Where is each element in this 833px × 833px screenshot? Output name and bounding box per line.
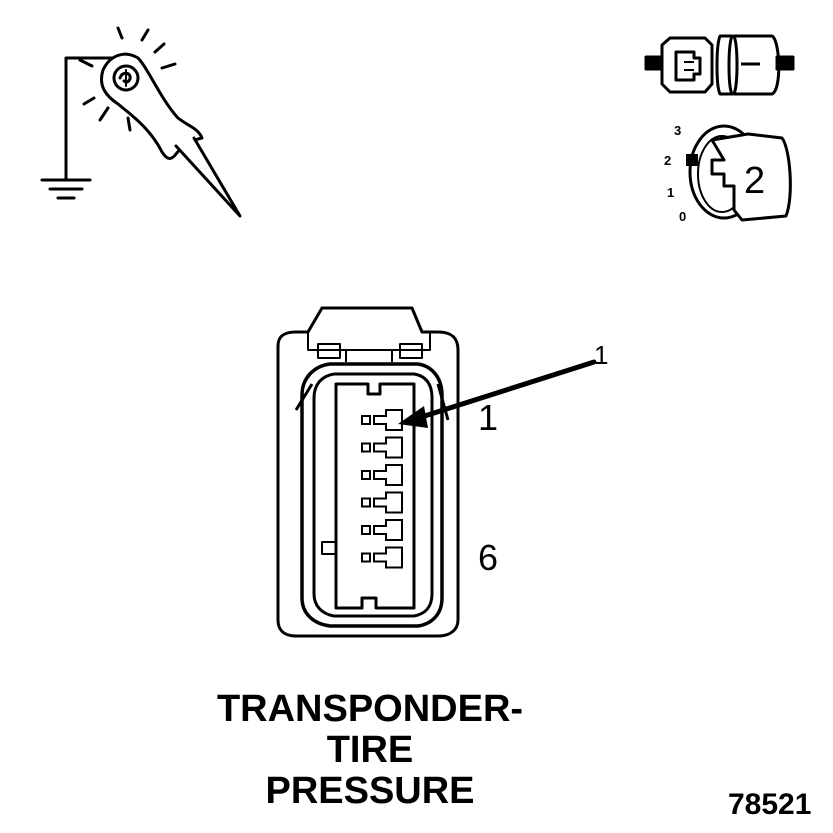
caption-line-3: PRESSURE xyxy=(265,770,475,812)
connector-housing xyxy=(276,306,460,638)
ignition-key-icon xyxy=(686,124,792,222)
connector-face xyxy=(276,306,460,638)
pin-label-first: 1 xyxy=(478,397,499,438)
connector-pin-4 xyxy=(361,491,403,514)
callout-label: 1 xyxy=(594,340,609,370)
key-scale-mark-1: 1 xyxy=(667,185,675,200)
key-scale-mark-0: 0 xyxy=(679,209,687,224)
connector-pin-2 xyxy=(361,436,403,459)
connector-seal xyxy=(300,362,444,628)
disconnected-connector-icon xyxy=(644,34,795,96)
callout-arrow xyxy=(398,359,597,428)
connector-pin-1 xyxy=(361,409,403,431)
key-position-label: 2 xyxy=(744,160,766,202)
connector-pin-6 xyxy=(361,546,403,569)
figure-number: 78521 xyxy=(728,788,812,821)
connector-pin-3 xyxy=(361,464,403,486)
connector-pin-5 xyxy=(361,519,403,541)
caption-line-1: TRANSPONDER- xyxy=(216,688,524,730)
caption-line-2: TIRE xyxy=(326,729,414,771)
key-scale-mark-2: 2 xyxy=(664,153,672,168)
pin-label-last: 6 xyxy=(478,537,499,578)
test-probe-ground-icon xyxy=(40,26,242,218)
connector-pins xyxy=(361,409,403,569)
key-scale-mark-3: 3 xyxy=(674,123,682,138)
